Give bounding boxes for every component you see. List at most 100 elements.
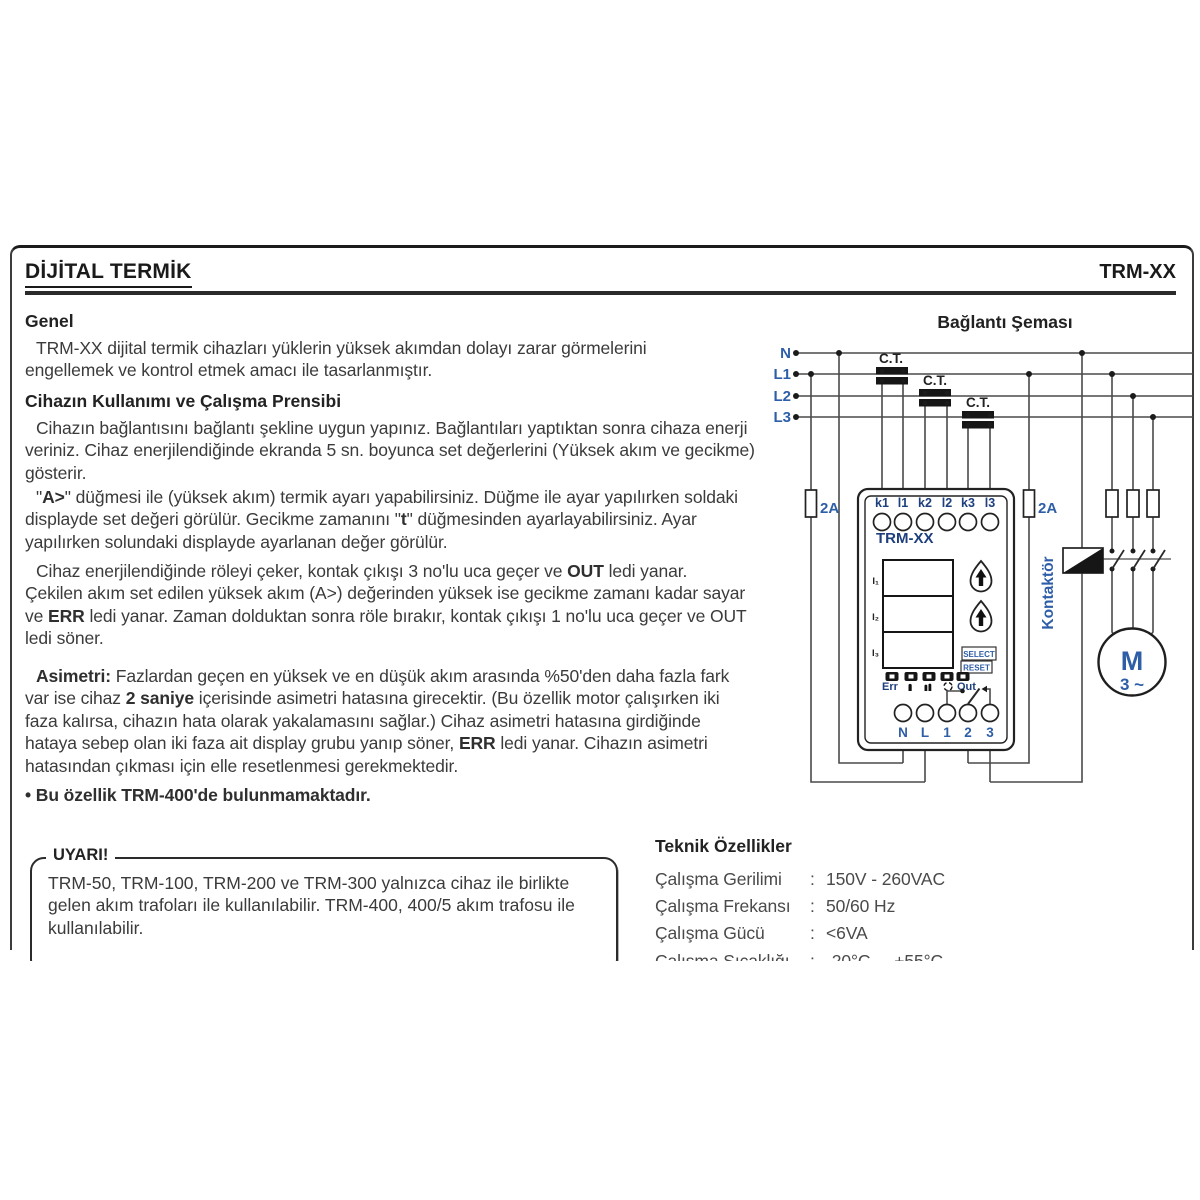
terminal-label-l1: l1: [898, 496, 908, 510]
select-label: SELECT: [963, 650, 995, 659]
paragraph-usage-1: Cihazın bağlantısını bağlantı şekline uy…: [25, 418, 755, 483]
fuse-left-2a: [804, 489, 818, 518]
display-label-i3: I₃: [872, 648, 879, 659]
tech-specs-title: Teknik Özellikler: [655, 836, 792, 856]
device-top-terminal-labels: k1 l1 k2 l2 k3 l3: [875, 496, 995, 510]
tech-specs: Teknik Özellikler Çalışma Gerilimi : 150…: [655, 836, 995, 961]
led-label-err: Err: [882, 681, 899, 693]
paragraph-bullet: • Bu özellik TRM-400'de bulunmamaktadır.: [25, 785, 371, 805]
relay-contact-symbol: [946, 685, 991, 705]
terminal-label-2: 2: [964, 725, 972, 740]
current-transformer-1: C.T.: [876, 351, 908, 385]
warning-title: UYARI!: [46, 846, 116, 865]
spec-row: Çalışma Sıcaklığı : -20°C ... +55°C: [655, 948, 995, 961]
rotation-icon: [943, 681, 953, 692]
title-rule: [25, 291, 1176, 295]
paragraph-usage-3: Cihaz enerjilendiğinde röleyi çeker, kon…: [25, 561, 747, 649]
double-finger-icon: [924, 683, 932, 691]
heading-usage: Cihazın Kullanımı ve Çalışma Prensibi: [25, 391, 342, 411]
motor-phase: 3 ~: [1120, 675, 1144, 694]
display-2: [882, 595, 954, 633]
select-reset-button: SELECT RESET: [960, 646, 997, 674]
led-row-icons: [908, 681, 953, 692]
contactor-label: Kontaktör: [1040, 556, 1057, 629]
display-label-i2: I₂: [872, 612, 879, 623]
spec-value: 50/60 Hz: [826, 896, 896, 917]
motor-letter: M: [1121, 646, 1144, 676]
model-code: TRM-XX: [1099, 261, 1176, 283]
fuse-right-label: 2A: [1038, 500, 1057, 517]
display-3: [882, 631, 954, 669]
motor-fuse-1: [1105, 489, 1119, 518]
display-labels: I₁ I₂ I₃: [872, 576, 879, 659]
spec-label: Çalışma Sıcaklığı: [655, 950, 790, 961]
set-current-button: [969, 559, 993, 593]
ct-label: C.T.: [966, 395, 990, 410]
finger-press-icon: [908, 683, 912, 691]
paragraph-genel: TRM-XX dijital termik cihazları yüklerin…: [25, 338, 647, 381]
set-time-button: [969, 599, 993, 633]
spec-row: Çalışma Gerilimi : 150V - 260VAC: [655, 866, 995, 893]
bus-label-l1: L1: [773, 366, 791, 383]
spec-label: Çalışma Gerilimi: [655, 869, 782, 889]
terminal-label-1: 1: [943, 725, 951, 740]
heading-genel: Genel: [25, 311, 74, 331]
terminal-label-n: N: [898, 725, 908, 740]
spec-row: Çalışma Gücü : <6VA: [655, 920, 995, 947]
page-frame: [10, 245, 1194, 950]
device-trm: k1 l1 k2 l2 k3 l3 TRM-XX I₁ I₂ I₃: [856, 487, 1016, 752]
display-1: [882, 559, 954, 597]
terminal-label-k1: k1: [875, 496, 889, 510]
spec-label: Çalışma Frekansı: [655, 896, 791, 917]
page-title: DİJİTAL TERMİK: [25, 260, 192, 288]
fuse-left-label: 2A: [820, 500, 839, 517]
diagram-title: Bağlantı Şeması: [937, 312, 1072, 332]
bus-label-l2: L2: [773, 388, 791, 405]
device-bottom-terminal-labels: N L 1 2 3: [898, 725, 994, 740]
up-arrow-icon: [975, 609, 987, 626]
motor-symbol: M 3 ~: [1097, 627, 1167, 697]
fuse-right-2a: [1022, 489, 1036, 518]
junction-dots: [793, 350, 1156, 420]
up-arrow-icon: [975, 569, 987, 586]
display-label-i1: I₁: [872, 576, 879, 587]
current-transformer-3: C.T.: [962, 395, 994, 429]
spec-value: 150V - 260VAC: [826, 869, 946, 889]
warning-text: TRM-50, TRM-100, TRM-200 ve TRM-300 yaln…: [48, 873, 575, 938]
bus-wires: [796, 352, 1193, 783]
terminal-label-k3: k3: [961, 496, 975, 510]
spec-colon: :: [810, 869, 815, 889]
contactor-contacts: [1109, 548, 1166, 572]
reset-label: RESET: [963, 664, 990, 673]
led-row: [885, 672, 970, 681]
paragraph-asimetri: Asimetri: Fazlardan geçen en yüksek ve e…: [25, 666, 730, 776]
terminal-label-3: 3: [986, 725, 994, 740]
ct-label: C.T.: [879, 351, 903, 366]
spec-colon: :: [810, 950, 815, 961]
spec-colon: :: [810, 923, 815, 944]
terminal-label-l: L: [921, 725, 929, 740]
terminal-label-l3: l3: [985, 496, 995, 510]
spec-label: Çalışma Gücü: [655, 923, 765, 944]
bus-label-n: N: [780, 345, 791, 362]
device-top-terminals: [872, 512, 1000, 532]
motor-fuse-2: [1126, 489, 1140, 518]
spec-value: <6VA: [826, 923, 868, 944]
terminal-label-l2: l2: [942, 496, 952, 510]
device-model-label: TRM-XX: [876, 530, 934, 547]
terminal-label-k2: k2: [918, 496, 932, 510]
document-page: DİJİTAL TERMİK TRM-XX Genel TRM-XX dijit…: [10, 245, 1194, 961]
arrow-icon: [981, 685, 987, 693]
display-stack: [882, 559, 954, 669]
ct-label: C.T.: [923, 373, 947, 388]
spec-colon: :: [810, 896, 815, 917]
paragraph-usage-2: "A>" düğmesi ile (yüksek akım) termik ay…: [25, 487, 738, 552]
spec-value: -20°C ... +55°C: [826, 950, 944, 961]
contactor-coil: [1062, 547, 1104, 574]
warning-box: UYARI! TRM-50, TRM-100, TRM-200 ve TRM-3…: [30, 846, 618, 961]
bus-label-l3: L3: [773, 409, 791, 426]
motor-fuse-3: [1146, 489, 1160, 518]
wiring-diagram: Bağlantı Şeması N L1 L2 L3 C.T. C.T.: [773, 312, 1193, 783]
warning-border: [30, 857, 618, 961]
device-bottom-terminals: [893, 703, 1000, 723]
